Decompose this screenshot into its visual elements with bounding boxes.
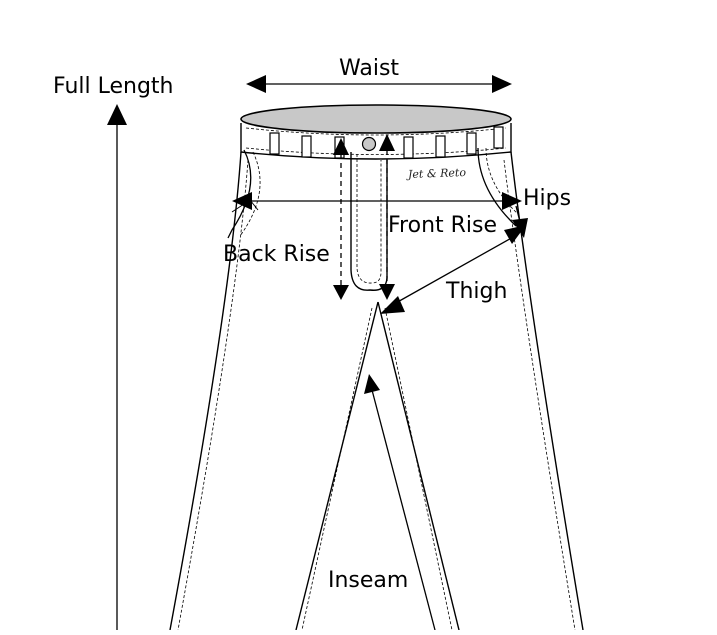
fly-stitch: [356, 154, 382, 284]
arrow-icon: [333, 285, 349, 300]
right-leg-inner: [377, 301, 460, 631]
waistband-stitch-top: [245, 127, 507, 136]
full-length-label: Full Length: [53, 74, 174, 99]
thigh-line: [393, 235, 516, 305]
measurement-lines: [107, 75, 528, 631]
arrow-icon: [246, 75, 266, 93]
thigh-label: Thigh: [446, 279, 508, 304]
left-leg-inner: [295, 301, 379, 631]
arrow-icon: [502, 192, 522, 210]
left-pocket-stitch: [239, 151, 261, 237]
inseam-line: [371, 389, 436, 631]
waistband-opening: [240, 104, 512, 134]
front-rise-label: Front Rise: [388, 213, 498, 238]
belt-loop: [466, 132, 477, 155]
button-icon: [361, 136, 377, 152]
brand-label: Jet & Reto: [407, 165, 467, 182]
arrow-icon: [379, 134, 395, 151]
belt-loop: [301, 135, 312, 158]
arrow-icon: [232, 192, 252, 210]
belt-loop: [435, 135, 446, 158]
inseam-label: Inseam: [328, 568, 409, 593]
waist-label: Waist: [339, 56, 400, 81]
arrow-icon: [492, 75, 512, 93]
hips-label: Hips: [523, 186, 572, 211]
belt-loop: [269, 132, 280, 155]
belt-loop: [403, 136, 414, 159]
left-leg-outer-stitch: [177, 159, 249, 631]
belt-loop: [493, 126, 504, 149]
arrow-icon: [379, 284, 395, 300]
arrow-icon: [380, 296, 405, 314]
right-leg-outer: [510, 151, 584, 631]
back-rise-label: Back Rise: [223, 242, 330, 267]
fly-outer: [350, 152, 388, 291]
left-pocket: [227, 149, 252, 239]
arrow-icon: [512, 218, 528, 238]
arrow-icon: [107, 104, 127, 125]
waistband: [240, 123, 512, 160]
arrow-icon: [364, 374, 380, 394]
right-pocket: [477, 147, 517, 227]
left-leg-outer: [169, 151, 242, 631]
right-pocket-stitch: [485, 147, 519, 215]
arrow-icon: [333, 138, 349, 155]
